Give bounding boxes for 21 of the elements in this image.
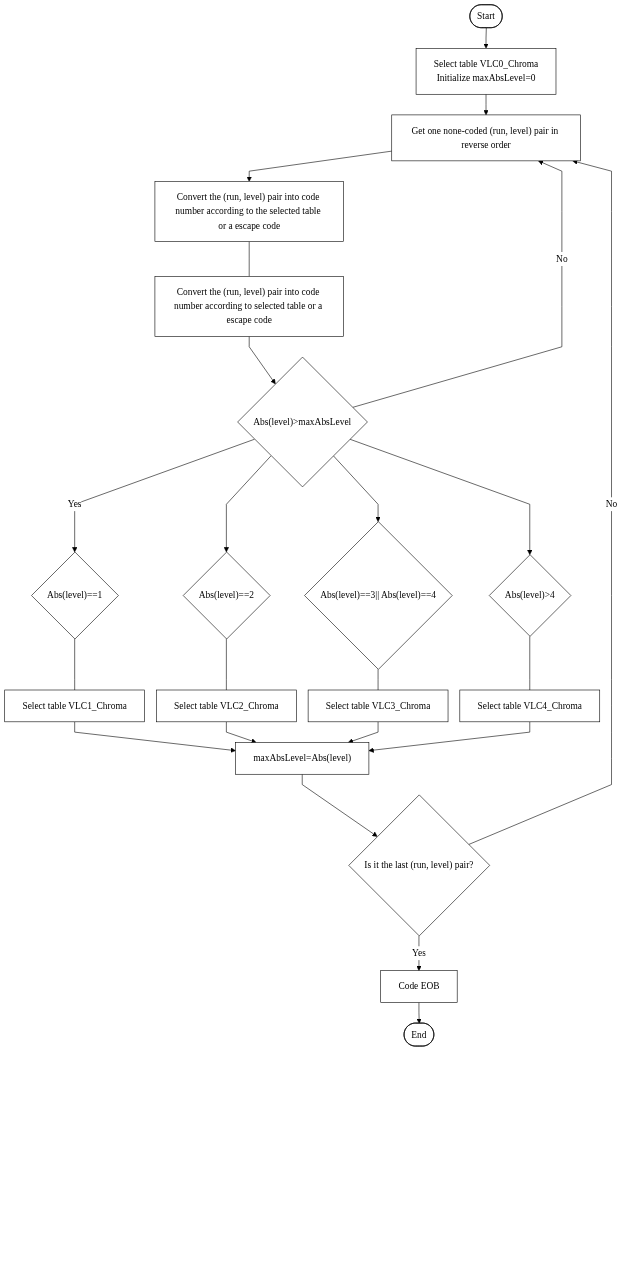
node-diamond: Abs(level)==3|| Abs(level)==4 bbox=[304, 521, 453, 670]
edge-label: Yes bbox=[412, 947, 426, 958]
edge-label: Yes bbox=[67, 498, 82, 509]
node-box: Convert the (run, level) pair into code number according to selected table or a escape code bbox=[154, 276, 344, 337]
node-diamond: Abs(level)>maxAbsLevel bbox=[237, 356, 368, 488]
node-box: Get one none-coded (run, level) pair in reverse order bbox=[391, 114, 581, 162]
node-box: Select table VLC1_Chroma bbox=[4, 689, 145, 723]
edge-label: No bbox=[556, 253, 568, 264]
node-box: Convert the (run, level) pair into code number according to the selected table or a escape code bbox=[154, 181, 344, 242]
edge-label: No bbox=[605, 498, 618, 509]
node-box: Select table VLC2_Chroma bbox=[156, 689, 297, 723]
node-diamond: Abs(level)>4 bbox=[488, 554, 572, 637]
connector bbox=[226, 638, 227, 691]
node-box: Code EOB bbox=[380, 970, 458, 1003]
node-box: Select table VLC0_Chroma Initialize maxAbsLevel=0 bbox=[415, 48, 557, 95]
node-diamond: Abs(level)==2 bbox=[182, 551, 271, 640]
node-diamond: Abs(level)==1 bbox=[31, 551, 119, 640]
node-box: Select table VLC4_Chroma bbox=[459, 689, 601, 723]
node-box: Select table VLC3_Chroma bbox=[307, 689, 449, 723]
node-diamond: Is it the last (run, level) pair? bbox=[348, 794, 491, 937]
node-box: maxAbsLevel=Abs(level) bbox=[235, 742, 370, 775]
